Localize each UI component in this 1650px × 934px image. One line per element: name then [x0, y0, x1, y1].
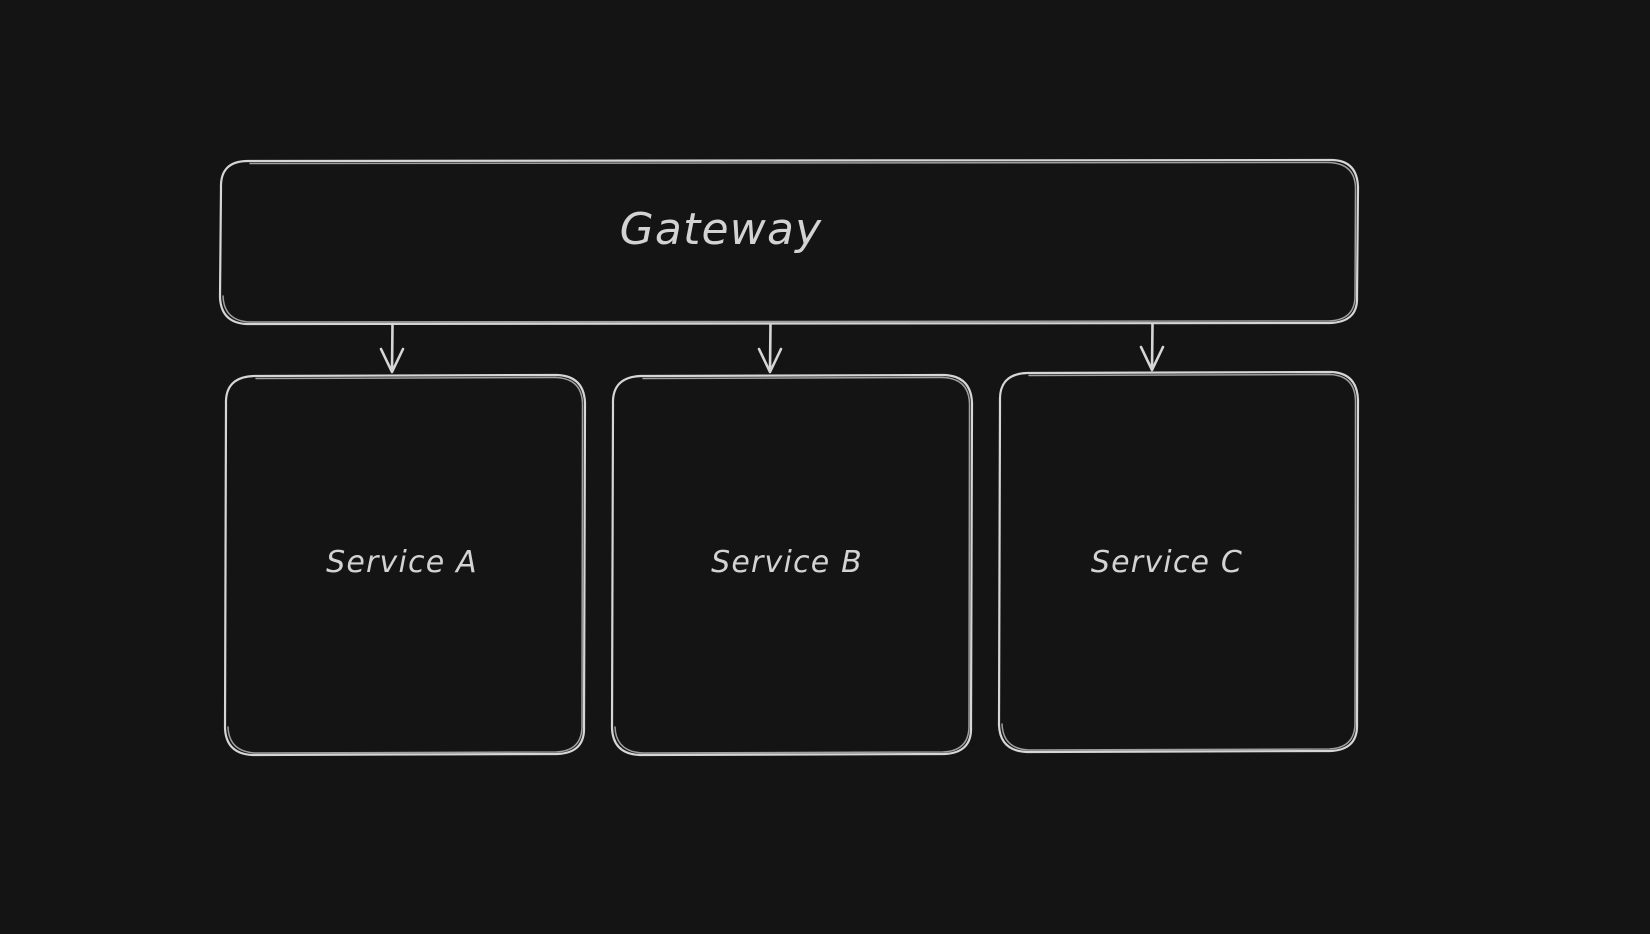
gateway-box-outline-overdraw — [222, 161, 1357, 323]
service-a-box-outline-overdraw — [227, 376, 584, 754]
service-c-box-outline — [997, 370, 1360, 754]
arrow-shaft — [390, 322, 394, 373]
arrow-head — [757, 347, 783, 374]
service-c-box-outline-overdraw — [1001, 373, 1357, 751]
gateway-box-outline — [218, 158, 1360, 326]
edge-gateway-to-service-b[interactable] — [757, 322, 783, 374]
gateway-label: Gateway — [620, 204, 823, 255]
arrow-shaft — [768, 322, 772, 373]
service-c-label: Service C — [1091, 545, 1243, 580]
service-b-box-outline-overdraw — [614, 376, 971, 754]
node-service-c[interactable]: Service C — [997, 370, 1360, 754]
arrow-shaft — [1150, 322, 1154, 371]
node-service-a[interactable]: Service A — [223, 373, 587, 757]
arrow-head — [379, 347, 405, 374]
service-b-box-outline — [610, 373, 974, 757]
service-b-label: Service B — [711, 545, 863, 580]
arrow-head — [1139, 345, 1165, 372]
edge-gateway-to-service-c[interactable] — [1139, 322, 1165, 372]
edge-gateway-to-service-a[interactable] — [379, 322, 405, 374]
node-gateway[interactable]: Gateway — [218, 158, 1360, 326]
service-a-label: Service A — [326, 545, 478, 580]
service-a-box-outline — [223, 373, 587, 757]
node-service-b[interactable]: Service B — [610, 373, 974, 757]
